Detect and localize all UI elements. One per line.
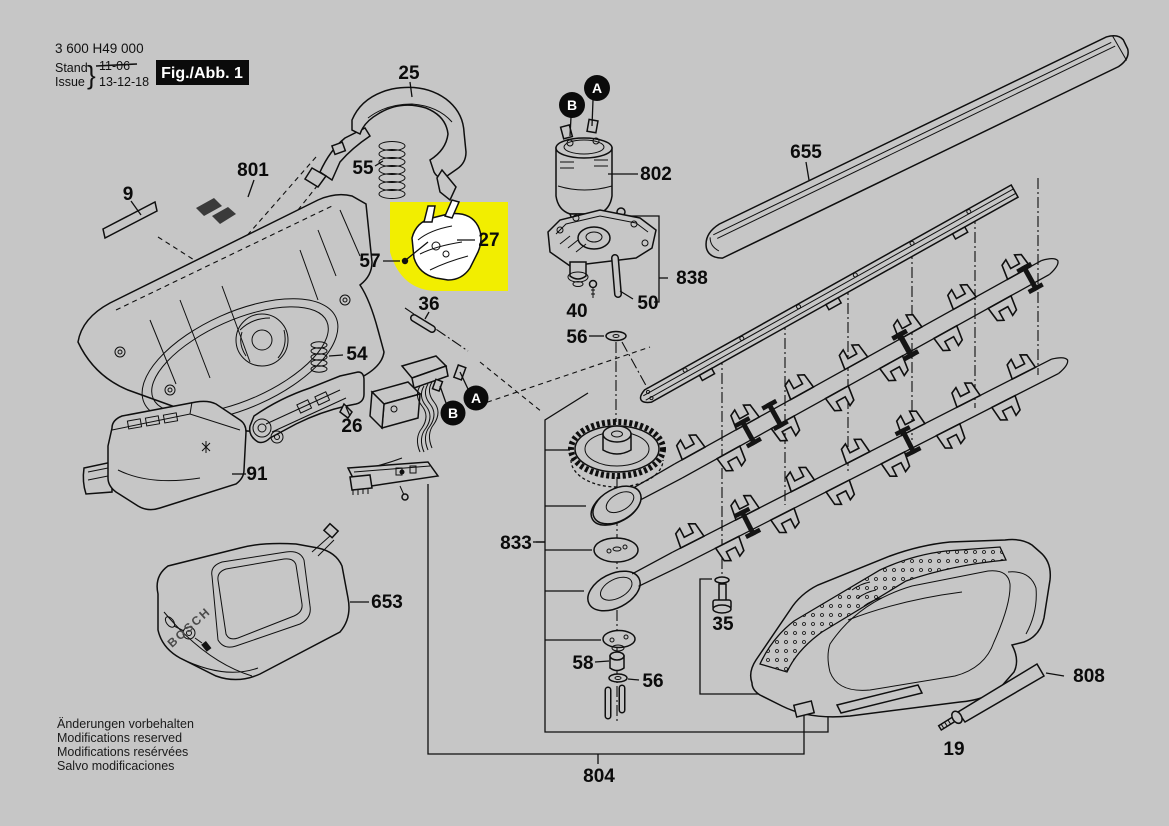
callout-838: 838: [676, 268, 708, 289]
gear-assembly-833: [568, 419, 666, 720]
type-number: 3 600 H49 000: [55, 41, 144, 56]
handle-26: [248, 371, 365, 444]
callout-9: 9: [123, 184, 134, 205]
blade-support-rail: [639, 183, 1020, 404]
callout-25: 25: [398, 63, 420, 84]
callout-55: 55: [352, 158, 374, 179]
charger-653: BOSCH: [156, 522, 350, 681]
cutter-blade-upper: [592, 250, 1059, 525]
switch-wiring-assembly: [346, 355, 467, 501]
bracket-804: [427, 484, 805, 764]
marker-motor-b: B: [559, 92, 585, 137]
footer-block: Änderungen vorbehalten Modifications res…: [57, 717, 194, 773]
callout-802: 802: [640, 164, 672, 185]
callout-26: 26: [341, 416, 362, 437]
leader-lines: [130, 81, 1065, 681]
footer-line-2: Modifications reserved: [57, 731, 182, 745]
fig-label-box: [156, 60, 249, 85]
bracket-838: [619, 215, 668, 303]
callout-58: 58: [572, 653, 593, 674]
marker-motor-a: A: [584, 75, 610, 127]
bolt-35: [712, 576, 732, 614]
washer-56-upper: [605, 330, 627, 342]
footer-line-4: Salvo modificaciones: [57, 759, 174, 773]
marker-switch-b: B: [439, 385, 466, 426]
fig-label: Fig./Abb. 1: [161, 65, 243, 82]
callout-54: 54: [346, 344, 368, 365]
cover-strip-808: [956, 662, 1046, 723]
footer-line-1: Änderungen vorbehalten: [57, 717, 194, 731]
callout-833: 833: [500, 533, 532, 554]
trigger-lever: [303, 127, 372, 189]
callout-57: 57: [359, 251, 380, 272]
screw-19: [937, 710, 963, 732]
footer-line-3: Modifications resérvées: [57, 745, 188, 759]
callout-655: 655: [790, 142, 822, 163]
disc-washer: [593, 537, 639, 563]
pin-36: [410, 314, 436, 333]
label-sticker-9: [102, 200, 158, 240]
housing-801: [77, 193, 385, 432]
svg-text:B: B: [448, 405, 458, 421]
callout-801: 801: [237, 160, 269, 181]
issue-label: Issue: [55, 75, 85, 89]
blade-guard-655: [705, 35, 1129, 259]
cutter-blade-lower: [631, 350, 1069, 587]
spring-55: [378, 141, 406, 199]
stand-label: Stand: [55, 61, 88, 75]
callout-19: 19: [943, 739, 964, 760]
marker-switch-a: A: [459, 371, 489, 411]
callout-36: 36: [418, 294, 439, 315]
stand-value: 11-06: [99, 59, 130, 73]
svg-text:B: B: [567, 97, 577, 113]
rear-housing-808: [749, 538, 1052, 718]
callout-40: 40: [566, 301, 587, 322]
battery-91: [82, 400, 247, 511]
callout-56-upper: 56: [566, 327, 587, 348]
handle-25: [351, 86, 467, 202]
callout-56-lower: 56: [642, 671, 663, 692]
gear-plate-838: [547, 207, 657, 342]
callout-804: 804: [583, 766, 615, 787]
callout-35: 35: [712, 614, 734, 635]
callout-653: 653: [371, 592, 403, 613]
callout-27: 27: [478, 230, 499, 251]
strikethrough-line: [95, 63, 138, 67]
svg-text:A: A: [592, 80, 602, 96]
washer-56-lower: [608, 673, 628, 683]
header-block: 3 600 H49 000 Stand Issue } 11-06 13-12-…: [55, 41, 249, 90]
spring-54: [310, 341, 328, 373]
brace: }: [87, 60, 96, 90]
callout-808: 808: [1073, 666, 1105, 687]
switch-cover-27: [401, 199, 482, 281]
screw-57: [401, 257, 409, 265]
callout-50: 50: [637, 293, 658, 314]
bushing-58: [609, 651, 625, 672]
svg-text:A: A: [471, 390, 481, 406]
callout-91: 91: [246, 464, 268, 485]
pins: [604, 684, 626, 720]
issue-value: 13-12-18: [99, 75, 149, 89]
